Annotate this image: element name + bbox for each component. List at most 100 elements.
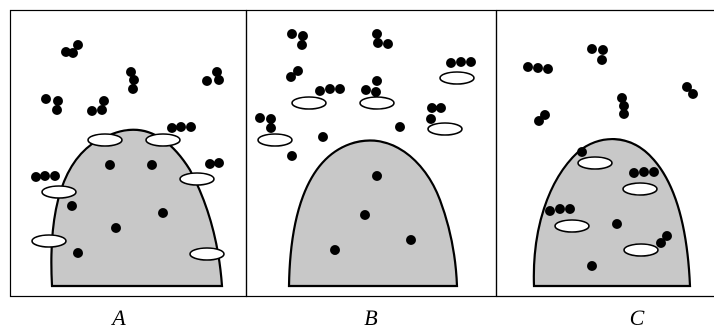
inner-dot <box>158 208 168 218</box>
inner-dot <box>587 261 597 271</box>
molecule-atom <box>598 45 608 55</box>
molecule-atom <box>456 57 466 67</box>
bound-oval <box>87 133 123 147</box>
molecule-atom <box>202 76 212 86</box>
molecule-atom <box>335 84 345 94</box>
molecule-atom <box>373 38 383 48</box>
panel-c: C <box>523 44 698 328</box>
panel-b-inner-dots <box>330 171 416 255</box>
inner-dot <box>629 168 639 178</box>
molecule-atom <box>61 47 71 57</box>
panel-a-molecules <box>31 40 224 182</box>
inner-dot <box>105 160 115 170</box>
panel-a-dome <box>50 128 224 288</box>
inner-dot <box>565 204 575 214</box>
bound-oval <box>31 234 67 248</box>
free-oval <box>291 96 327 110</box>
inner-dot <box>545 206 555 216</box>
free-oval <box>439 71 475 85</box>
molecule-atom <box>543 64 553 74</box>
panel-b-molecules <box>255 29 476 161</box>
inner-dot <box>111 223 121 233</box>
inner-dot <box>577 147 587 157</box>
molecule-atom <box>523 62 533 72</box>
panel-c-inner-dots <box>545 147 672 271</box>
inner-dot <box>639 167 649 177</box>
molecule-atom <box>682 82 692 92</box>
panel-a-surface-ovals <box>31 133 225 261</box>
molecule-atom <box>297 40 307 50</box>
inner-dot <box>147 160 157 170</box>
panel-c-frame <box>495 9 714 298</box>
inner-dot <box>662 231 672 241</box>
bound-oval <box>41 185 77 199</box>
inner-dot <box>656 238 666 248</box>
molecule-atom <box>97 105 107 115</box>
molecule-atom <box>361 85 371 95</box>
molecule-atom <box>255 113 265 123</box>
panel-b-dome <box>287 139 459 288</box>
panel-b-floating-ovals <box>257 71 475 147</box>
bound-oval <box>577 156 613 170</box>
molecule-atom <box>214 158 224 168</box>
panel-c-molecules <box>523 44 698 126</box>
panel-c-inner-ovals <box>554 156 659 257</box>
molecule-atom <box>99 96 109 106</box>
bound-oval <box>189 247 225 261</box>
molecule-atom <box>287 151 297 161</box>
inner-dot <box>649 167 659 177</box>
inner-dot <box>73 248 83 258</box>
molecule-atom <box>427 103 437 113</box>
free-oval <box>427 122 463 136</box>
molecule-atom <box>315 86 325 96</box>
molecule-atom <box>129 75 139 85</box>
bound-oval <box>623 243 659 257</box>
molecule-atom <box>286 72 296 82</box>
inner-dot <box>360 210 370 220</box>
panel-a-label: A <box>110 305 126 328</box>
molecule-atom <box>534 116 544 126</box>
molecule-atom <box>587 44 597 54</box>
molecule-atom <box>372 29 382 39</box>
molecule-atom <box>176 122 186 132</box>
molecule-atom <box>41 94 51 104</box>
molecule-atom <box>426 114 436 124</box>
molecule-atom <box>126 67 136 77</box>
inner-dot <box>406 235 416 245</box>
molecule-atom <box>619 101 629 111</box>
molecule-atom <box>266 114 276 124</box>
molecule-atom <box>688 89 698 99</box>
molecule-atom <box>266 123 276 133</box>
inner-dot <box>372 171 382 181</box>
molecule-atom <box>617 93 627 103</box>
bound-oval <box>554 219 590 233</box>
molecule-atom <box>298 31 308 41</box>
molecule-atom <box>436 103 446 113</box>
panel-a-inner-dots <box>67 160 168 258</box>
panel-c-label: C <box>630 305 645 328</box>
molecule-atom <box>186 122 196 132</box>
inner-dot <box>555 204 565 214</box>
molecule-atom <box>293 66 303 76</box>
molecule-atom <box>87 106 97 116</box>
inner-dot <box>330 245 340 255</box>
molecule-atom <box>167 123 177 133</box>
molecule-atom <box>597 55 607 65</box>
molecule-atom <box>40 171 50 181</box>
molecule-atom <box>287 29 297 39</box>
molecule-atom <box>325 84 335 94</box>
panel-frames <box>9 9 714 298</box>
molecule-atom <box>53 96 63 106</box>
bound-oval <box>145 133 181 147</box>
molecule-atom <box>73 40 83 50</box>
molecule-atom <box>318 132 328 142</box>
free-oval <box>257 133 293 147</box>
molecule-atom <box>533 63 543 73</box>
molecule-atom <box>205 159 215 169</box>
panel-b-label: B <box>364 305 377 328</box>
molecule-atom <box>383 39 393 49</box>
molecule-atom <box>446 58 456 68</box>
molecule-atom <box>212 67 222 77</box>
molecule-atom <box>371 87 381 97</box>
